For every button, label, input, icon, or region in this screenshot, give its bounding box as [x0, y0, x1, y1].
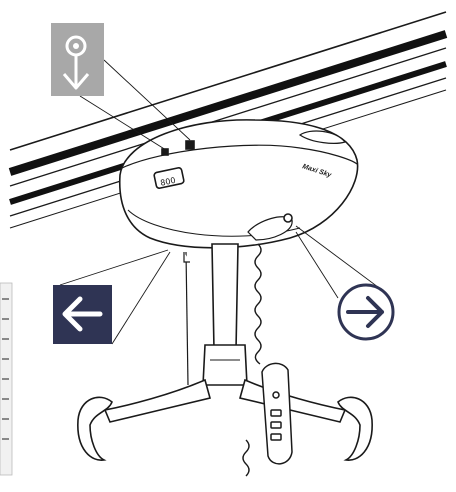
circled-right-arrow-icon	[337, 283, 395, 341]
emergency-lowering-icon	[51, 23, 104, 96]
coiled-cable	[242, 243, 262, 477]
left-arrow-icon	[53, 285, 112, 344]
lift-motor-housing	[118, 119, 359, 249]
hand-control	[261, 362, 293, 465]
callout-lines	[59, 59, 383, 345]
adjacent-page-fragment	[0, 282, 13, 476]
spreader-bar	[77, 344, 373, 461]
model-plate-label: 800	[160, 176, 177, 188]
